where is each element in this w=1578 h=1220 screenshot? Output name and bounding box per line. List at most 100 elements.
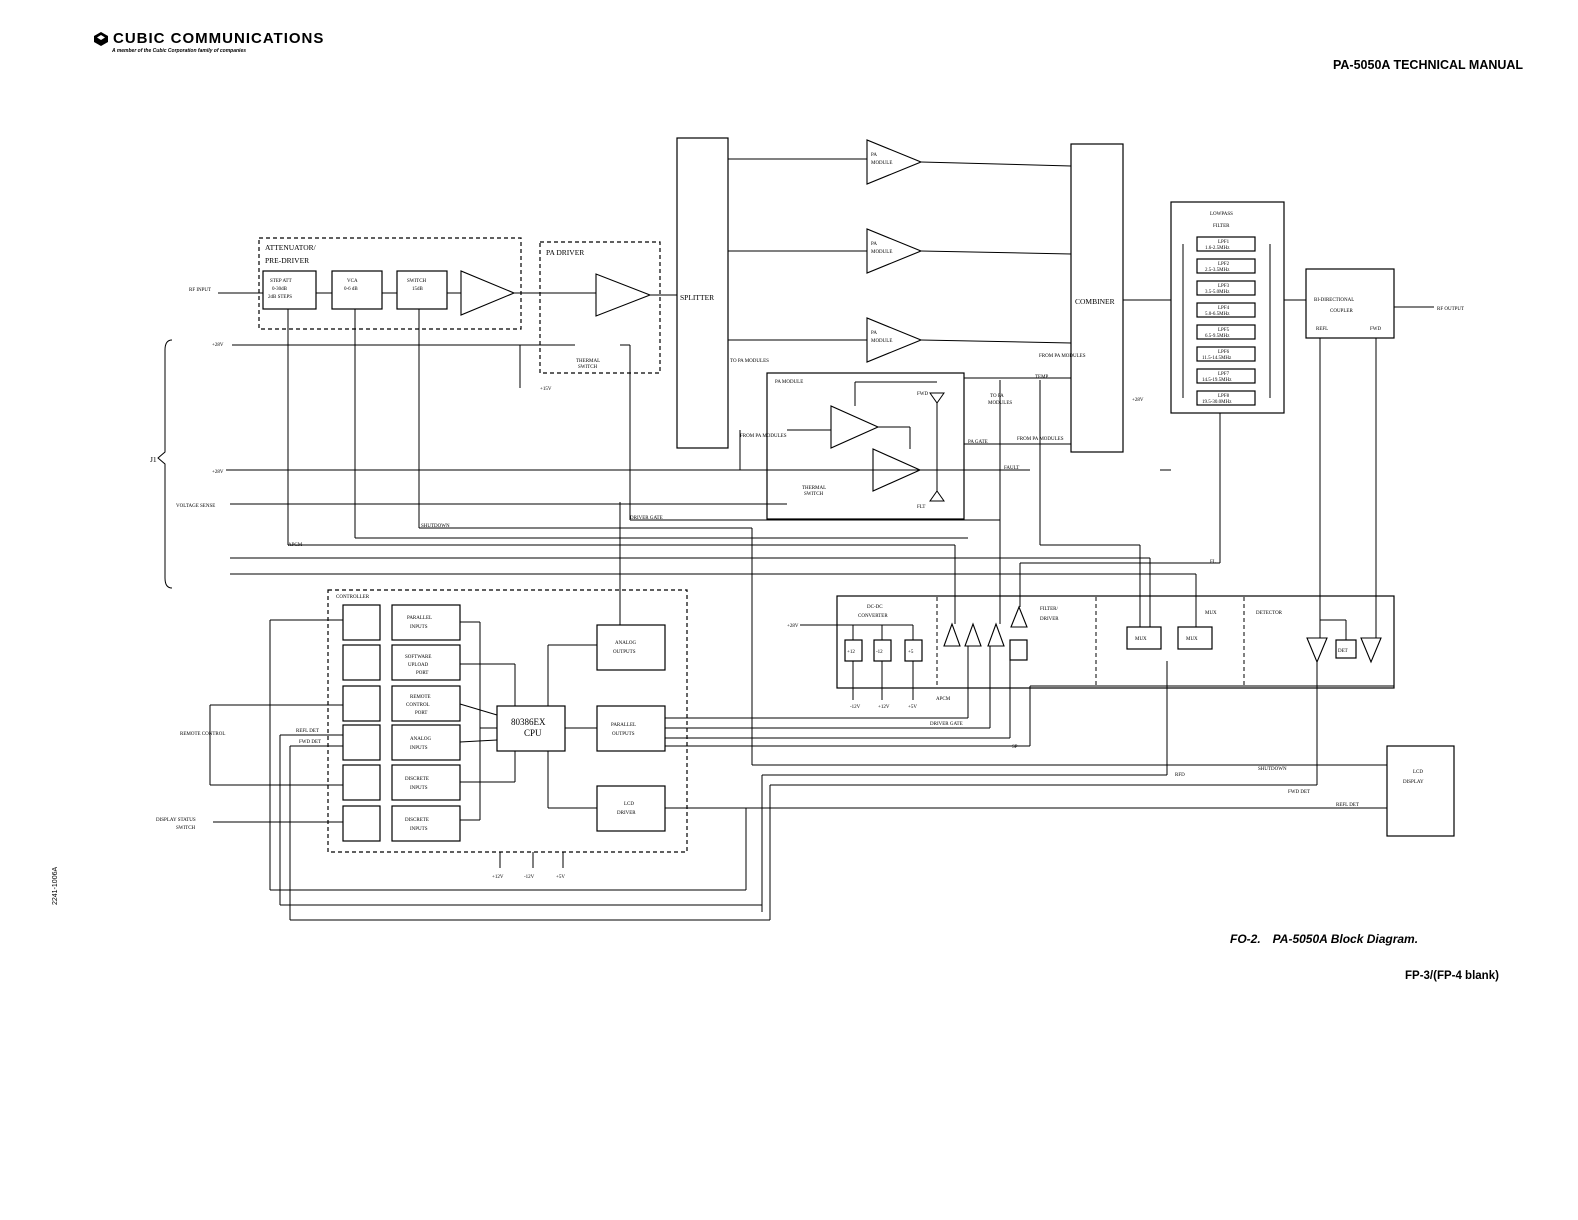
svg-text:1.6-2.5MHz: 1.6-2.5MHz	[1205, 246, 1230, 251]
figure-id: FO-2.	[1230, 932, 1261, 946]
splitter-label: SPLITTER	[680, 293, 714, 302]
svg-text:ANALOG: ANALOG	[615, 641, 636, 646]
combiner-block	[1070, 143, 1124, 453]
combiner-label: COMBINER	[1075, 297, 1115, 306]
manual-title: PA-5050A TECHNICAL MANUAL	[1333, 58, 1524, 72]
svg-text:SWITCH: SWITCH	[176, 826, 196, 831]
step-att-steps: 2dB STEPS	[268, 295, 292, 300]
lowpass-label-1: LOWPASS	[1210, 212, 1233, 217]
svg-text:DET: DET	[1338, 649, 1348, 654]
step-att-range: 0-30dB	[272, 287, 288, 292]
svg-text:LPF6: LPF6	[1218, 350, 1230, 355]
pa-module-3-label-a: PA	[871, 331, 877, 336]
bidirectional-coupler-block	[1305, 268, 1395, 339]
dcdc-label-1: DC-DC	[867, 605, 883, 610]
svg-text:+12: +12	[847, 650, 855, 655]
detector-amp-1-icon	[1306, 637, 1328, 664]
svg-text:14.5-19.5MHz: 14.5-19.5MHz	[1202, 378, 1232, 383]
rf-signal-path	[218, 158, 1434, 344]
svg-text:VOLTAGE SENSE: VOLTAGE SENSE	[176, 504, 215, 509]
svg-text:PARALLEL: PARALLEL	[407, 616, 432, 621]
svg-text:FROM PA MODULES: FROM PA MODULES	[740, 434, 787, 439]
company-logo: CUBIC COMMUNICATIONS	[93, 30, 324, 47]
svg-text:80386EX: 80386EX	[511, 717, 546, 727]
predriver-label: PRE-DRIVER	[265, 256, 309, 265]
svg-text:+5: +5	[908, 650, 914, 655]
svg-text:J1: J1	[150, 455, 157, 464]
controller-group	[327, 589, 688, 853]
svg-text:ANALOG: ANALOG	[410, 737, 431, 742]
pa-thermal-label-2: SWITCH	[804, 492, 824, 497]
dcdc-label-2: CONVERTER	[858, 614, 888, 619]
step-att-label: STEP ATT	[270, 279, 292, 284]
page-reference: FP-3/(FP-4 blank)	[1405, 970, 1499, 982]
dcdc-filter-detector-block	[836, 595, 1395, 689]
lowpass-band-1: LPF1 1.6-2.5MHz	[1196, 236, 1256, 252]
discrete-inputs-block-1	[391, 764, 461, 801]
pa-module-2-label-a: PA	[871, 242, 877, 247]
svg-text:19.5-30.0MHz: 19.5-30.0MHz	[1202, 400, 1232, 405]
step-attenuator-block	[262, 270, 317, 310]
svg-text:+28V: +28V	[787, 624, 799, 629]
thermal-switch-label-2: SWITCH	[578, 365, 598, 370]
switch-att-block	[396, 270, 448, 310]
svg-text:11.5-14.5MHz: 11.5-14.5MHz	[1202, 356, 1232, 361]
svg-text:FROM PA MODULES: FROM PA MODULES	[1017, 437, 1064, 442]
pa-module-2-label-b: MODULE	[871, 250, 892, 255]
svg-text:TO PA: TO PA	[990, 394, 1004, 399]
svg-text:SP: SP	[1012, 745, 1018, 750]
svg-text:PARALLEL: PARALLEL	[611, 723, 636, 728]
cube-logo-icon	[94, 31, 108, 46]
figure-title: PA-5050A Block Diagram.	[1272, 932, 1419, 946]
svg-text:REFL DET: REFL DET	[296, 729, 319, 734]
svg-text:FL: FL	[1210, 560, 1216, 565]
vca-block	[331, 270, 383, 310]
remote-connector	[342, 685, 381, 722]
vca-range: 0-6 dB	[344, 287, 358, 292]
filter-driver-label-2: DRIVER	[1040, 617, 1059, 622]
mux-section-label: MUX	[1205, 611, 1217, 616]
svg-text:SOFTWARE: SOFTWARE	[405, 655, 431, 660]
svg-text:PORT: PORT	[415, 711, 427, 716]
svg-text:-12: -12	[876, 650, 883, 655]
svg-text:+28V: +28V	[212, 470, 224, 475]
svg-text:3.5-5.0MHz: 3.5-5.0MHz	[1205, 290, 1230, 295]
parallel-outputs-block	[596, 705, 666, 752]
lowpass-band-2: LPF2 2.5-3.5MHz	[1196, 258, 1256, 274]
pa-module-3-label-b: MODULE	[871, 339, 892, 344]
svg-text:FAULT: FAULT	[1004, 466, 1019, 471]
remote-control-port-block	[391, 685, 461, 722]
analog-inputs-block	[391, 724, 461, 761]
cpu-block	[496, 705, 566, 752]
svg-text:DISPLAY STATUS: DISPLAY STATUS	[156, 818, 196, 823]
logo-tagline: A member of the Cubic Corporation family…	[112, 48, 246, 54]
svg-text:INPUTS: INPUTS	[410, 786, 428, 791]
discrete-connector-2	[342, 805, 381, 842]
svg-text:MUX: MUX	[1186, 637, 1198, 642]
svg-text:LPF8: LPF8	[1218, 394, 1230, 399]
parallel-in-connector	[342, 604, 381, 641]
pa-driver-amp-icon	[595, 273, 652, 317]
thermal-switch-label-1: THERMAL	[576, 359, 600, 364]
analog-outputs-block	[596, 624, 666, 671]
svg-text:TO PA MODULES: TO PA MODULES	[730, 359, 769, 364]
svg-text:DRIVER: DRIVER	[617, 811, 636, 816]
filter-amp-4-icon	[1010, 605, 1028, 628]
lowpass-label-2: FILTER	[1213, 224, 1230, 229]
lowpass-band-3: LPF3 3.5-5.0MHz	[1196, 280, 1256, 296]
svg-text:OUTPUTS: OUTPUTS	[613, 650, 636, 655]
analog-in-connector	[342, 724, 381, 761]
detector-amp-2-icon	[1360, 637, 1382, 664]
svg-text:APCM: APCM	[936, 697, 951, 702]
pa-thermal-label-1: THERMAL	[802, 486, 826, 491]
splitter-block	[676, 137, 729, 449]
svg-text:2.5-3.5MHz: 2.5-3.5MHz	[1205, 268, 1230, 273]
lowpass-band-6: LPF6 11.5-14.5MHz	[1196, 346, 1256, 362]
lcd-display-block	[1386, 745, 1455, 837]
svg-text:LPF5: LPF5	[1218, 328, 1230, 333]
control-wiring	[157, 309, 1394, 921]
software-connector	[342, 644, 381, 681]
attenuator-label: ATTENUATOR/	[265, 243, 317, 252]
svg-text:REMOTE CONTROL: REMOTE CONTROL	[180, 732, 225, 737]
